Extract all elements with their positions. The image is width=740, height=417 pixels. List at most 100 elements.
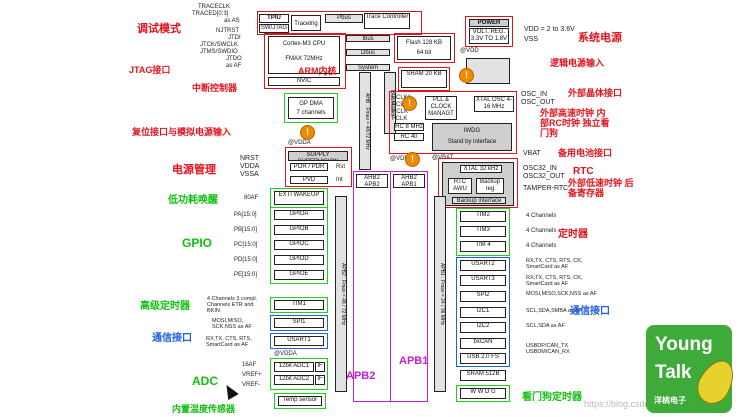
ahb-bus-block: AHB : Fmax = 48/72 MHz — [359, 72, 371, 170]
backup-interface-block: Backup interface — [452, 197, 506, 204]
flash-label: Flash 128 KB — [405, 40, 443, 46]
annotation-reset-power: 复位接口与模拟电源输入 — [132, 127, 232, 137]
adc1-if-block: IF — [315, 362, 325, 372]
usart1-block: USART1 — [274, 336, 324, 346]
comm-outline — [456, 257, 510, 367]
annotation-comm2: 通信接口 — [570, 306, 610, 317]
dbus-block: Dbus — [346, 49, 390, 56]
pbus-block: Pbus — [325, 14, 363, 23]
ibus-block: Ibus — [346, 35, 390, 42]
annotation-logic-power: 逻辑电源输入 — [550, 58, 605, 68]
gpioe-block: GPIOE — [274, 270, 324, 280]
clock-outline — [389, 91, 517, 154]
bus-matrix-block: BusMatrix — [384, 72, 396, 134]
signal-at-vdda-adc: @VDDA — [274, 351, 297, 357]
sram-outline — [398, 67, 450, 91]
signal-traceclk: TRACECLK — [198, 4, 231, 10]
annotation-apb1: APB1 — [399, 355, 429, 367]
swjtag-block: SW/JTAG — [259, 24, 289, 33]
temp-sensor-block: Temp sensor — [278, 396, 322, 406]
rtc-block: RTC AWU — [448, 178, 472, 194]
pll-block: PLL & CLOCK MANAGT — [425, 96, 457, 120]
annotation-clocks: 外部高速时钟 内部RC时钟 独立看门狗 — [540, 108, 610, 138]
apb1-bus-block: APB1 : Fmax = 24 / 36 MHz — [434, 196, 446, 392]
cursor-icon — [221, 381, 239, 401]
trace-controller-block: Trace Controller — [364, 13, 410, 29]
logo-line2: Talk — [655, 362, 692, 383]
signal-vref-p: VREF+ — [242, 372, 262, 378]
flash-block: Flash 128 KB 64 bit — [397, 36, 451, 60]
signal-spi1: MOSI,MISO, SCK,NSS as AF — [212, 318, 252, 330]
signal-pe: PE[15:0] — [234, 272, 258, 278]
signal-osc-out: OSC_OUT — [521, 99, 555, 106]
timer-outline — [456, 208, 510, 256]
annotation-apb2: APB2 — [346, 370, 376, 382]
gpio-outline — [270, 207, 328, 284]
annotation-watchdog: 看门狗定时器 — [522, 392, 582, 403]
signal-tim2: 4 Channels — [526, 213, 557, 219]
standby-label: Stand by interface — [447, 139, 497, 145]
signal-pb: PB[15:0] — [234, 227, 258, 233]
volt-reg-block: VOLT. REG. 3.3V TO 1.8V — [469, 28, 509, 44]
exti-block: EXTI WAKEUP — [274, 191, 324, 205]
annotation-adc: ADC — [192, 374, 218, 388]
signal-vdd-range: VDD = 2 to 3.6V — [524, 26, 575, 33]
usb-block: USB 2.0 FS — [460, 353, 506, 364]
annotation-jtag: JTAG接口 — [129, 65, 171, 75]
gpiod-block: GPIOD — [274, 255, 324, 265]
iwdg-block: IWDG Stand by interface — [432, 123, 512, 151]
annotation-lowpower: 低功耗唤醒 — [168, 195, 218, 206]
signal-vbat: VBAT — [523, 150, 541, 157]
power-outline — [465, 16, 513, 47]
annotation-ext-crystal: 外部晶体接口 — [568, 88, 623, 98]
spi1-block: SPI1 — [274, 318, 324, 328]
nvic-block: NVIC — [268, 77, 340, 86]
watermark-text: https://blog.csdn.net/weixin_... — [584, 399, 705, 409]
apb2-outline — [353, 171, 391, 402]
ahb2apb1-block: AHB2 APB1 — [393, 174, 425, 188]
gpiob-block: GPIOB — [274, 225, 324, 235]
annotation-comm1: 通信接口 — [152, 333, 192, 344]
i2c1-block: I2C1 — [460, 307, 506, 318]
annotation-backup-power: 备用电池接口 — [558, 148, 613, 158]
tim2-block: TIM2 — [460, 211, 506, 222]
signal-int: Int — [336, 177, 343, 183]
signal-pa: PA[15:0] — [234, 212, 257, 218]
fmax-label: FMAX 72MHz — [285, 56, 323, 62]
signal-pd: PD[15:0] — [234, 257, 258, 263]
annotation-power-mgmt: 电源管理 — [172, 164, 216, 176]
annotation-sys-power: 系统电源 — [578, 32, 622, 44]
signal-at-vdda-supply: @VDDA — [288, 140, 311, 146]
signal-vdda: VDDA — [240, 163, 260, 170]
xtal32-block: XTAL 32 kHz — [460, 165, 502, 173]
block-diagram: TRACECLK TRACED[0:3] as AS NJTRST JTDI J… — [12, 0, 730, 417]
supply-supervision-block: SUPPLY SUPERVISION — [288, 151, 348, 161]
signal-as-as: as AS — [224, 18, 240, 24]
xtal-osc-block: XTAL OSC 4-16 MHz — [474, 96, 514, 112]
annotation-rtc-sub: 外部低速时钟 后备寄存器 — [568, 178, 634, 198]
tpiu-block: TPIU — [259, 14, 289, 23]
flash-outline — [394, 33, 455, 63]
spi1-outline — [270, 315, 328, 331]
gpdma-outline — [284, 93, 338, 123]
system-bus-block: System — [346, 64, 390, 71]
signal-80af: 80AF — [244, 195, 259, 201]
adc2-block: 12bit ADC2 — [274, 375, 314, 385]
spi2-block: SPI2 — [460, 291, 506, 302]
usart1-outline — [270, 333, 328, 349]
gpioa-block: GPIOA — [274, 210, 324, 220]
tim3-block: TIM3 — [460, 226, 506, 237]
rc40-block: RC 40 kHz — [394, 133, 424, 141]
adc-outline — [270, 358, 328, 390]
signal-pclk2: PCLK2 — [392, 102, 411, 108]
signal-fclk: FCLK — [392, 116, 408, 122]
annotation-nvic: 中断控制器 — [192, 83, 238, 93]
gpdma-block: GP DMA 7 channels — [288, 97, 334, 119]
pvd-block: PVD — [290, 176, 328, 184]
debug-outline — [257, 11, 422, 35]
leaf-icon — [691, 354, 740, 410]
cortex-label: Cortex-M3 CPU — [282, 41, 326, 47]
signal-i2c2: SCL,SDA as AF — [526, 323, 565, 329]
signal-spi2: MOSI,MISO,SCK,NSS as AF — [526, 291, 597, 297]
wwdg-outline — [456, 385, 510, 402]
